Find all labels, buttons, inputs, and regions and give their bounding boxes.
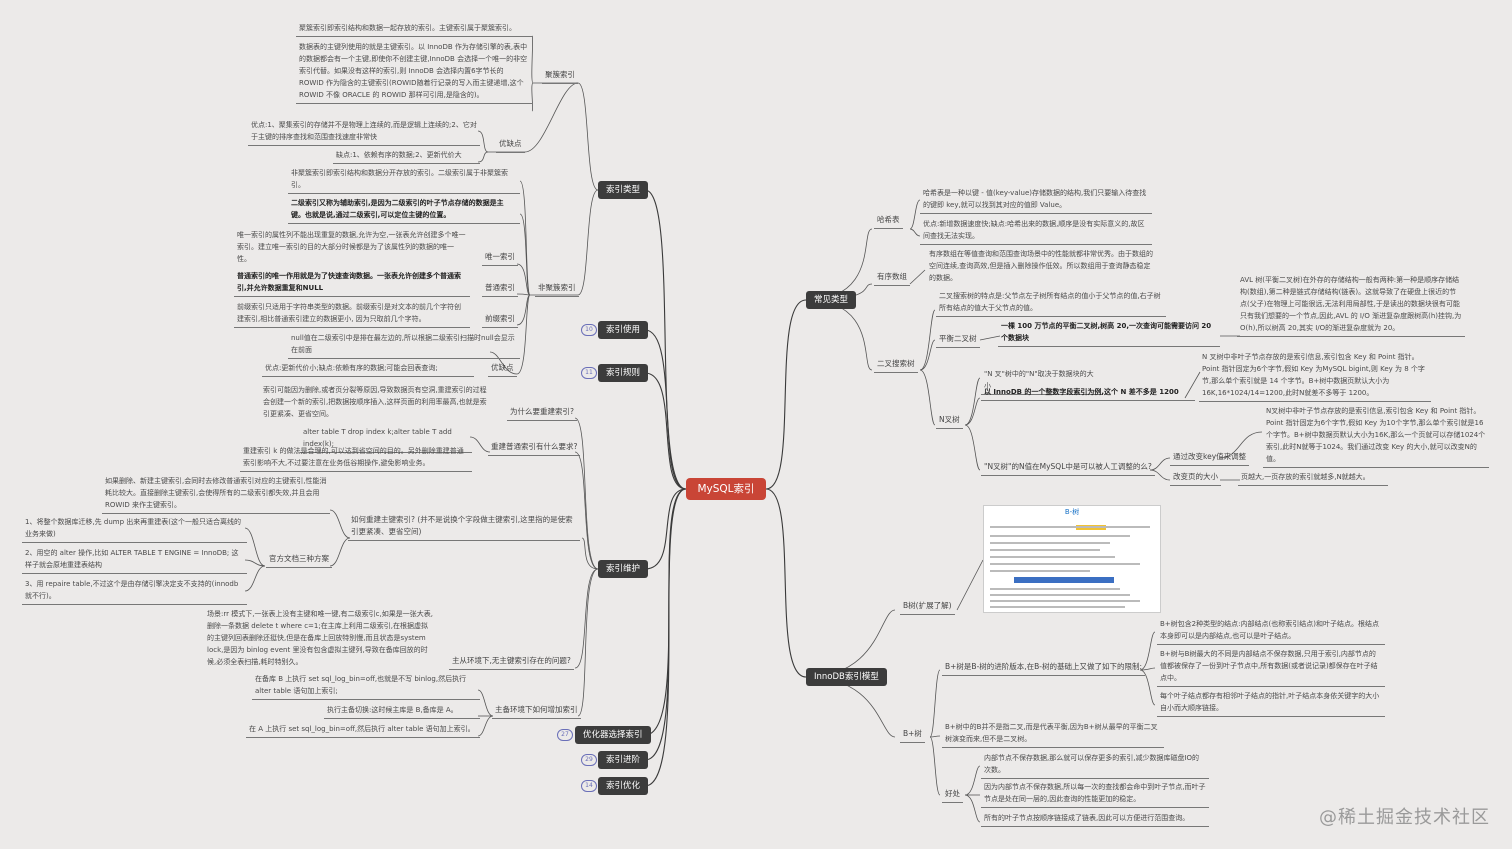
text-official-2: 2、用空的 alter 操作,比如 ALTER TABLE T ENGINE =… xyxy=(22,547,247,574)
node-optimizer[interactable]: 优化器选择索引 xyxy=(575,726,651,744)
text-cluster-2: 数据表的主键列使用的就是主键索引。以 InnoDB 作为存储引擎的表,表中的数据… xyxy=(296,41,533,104)
label-balanced-tree[interactable]: 平衡二叉树 xyxy=(936,333,980,348)
text-rebuild-normal-1: alter table T drop index k;alter table T… xyxy=(300,426,472,453)
text-adjust-key: N叉树中非叶子节点存放的是索引信息,索引包含 Key 和 Point 指针。Po… xyxy=(1263,405,1489,468)
label-change-page[interactable]: 改变页的大小 xyxy=(1170,471,1221,486)
btree-image-line xyxy=(990,563,1140,565)
text-rebuild-normal-2: 重建索引 k 的做法是合理的,可以达到省空间的目的。另外删除重建普通索引影响不大… xyxy=(240,445,472,472)
badge-usage[interactable]: 10 xyxy=(581,324,597,336)
text-master-slave: 场景:rr 模式下,一张表上没有主键和唯一键,有二级索引c,如果是一张大表,删除… xyxy=(207,610,433,666)
label-noncluster-index[interactable]: 非聚簇索引 xyxy=(535,282,579,297)
text-normal-index: 普通索引的唯一作用就是为了快速查询数据。一张表允许创建多个普通索引,并允许数据重… xyxy=(234,270,470,297)
btree-image-line xyxy=(990,535,1130,537)
text-ordered-array: 有序数组在等值查询和范围查询场景中的性能就都非常优秀。由于数组的空间连续,查询高… xyxy=(929,250,1153,282)
btree-image-line xyxy=(990,526,1150,528)
badge-advanced[interactable]: 29 xyxy=(581,754,597,766)
node-index-rules[interactable]: 索引规则 xyxy=(598,364,649,382)
text-nary-3: N 叉树中非叶子节点存放的是索引信息,索引包含 Key 和 Point 指针。P… xyxy=(1199,351,1431,402)
label-btree[interactable]: B树(扩展了解) xyxy=(900,600,955,615)
node-index-maintenance[interactable]: 索引维护 xyxy=(598,560,649,578)
text-noncluster-2: 二级索引又称为辅助索引,是因为二级索引的叶子节点存储的数据是主键。也就是说,通过… xyxy=(288,197,520,224)
label-nary-adjust[interactable]: "N叉树"的N值在MySQL中是可以被人工调整的么? xyxy=(981,461,1155,476)
btree-image-line xyxy=(990,556,1115,558)
label-ordered-array[interactable]: 有序数组 xyxy=(874,271,910,286)
label-cluster-proscons[interactable]: 优缺点 xyxy=(496,138,525,153)
label-bst[interactable]: 二叉搜索树 xyxy=(874,358,918,373)
text-cluster-adv-1: 优点:1、聚集索引的存储并不是物理上连续的,而是逻辑上连续的;2、它对于主键的排… xyxy=(248,119,480,146)
text-balanced-tree: 一棵 100 万节点的平衡二叉树,树高 20,一次查询可能需要访问 20 个数据… xyxy=(998,320,1220,347)
label-unique-index[interactable]: 唯一索引 xyxy=(482,251,518,266)
label-adjust-key[interactable]: 通过改变key值来调整 xyxy=(1170,451,1250,466)
text-add-index-3: 在 A 上执行 set sql_log_bin=off,然后执行 alter t… xyxy=(246,723,480,738)
label-why-rebuild[interactable]: 为什么要重建索引? xyxy=(507,406,577,421)
text-bplus-3: 每个叶子结点都存有相邻叶子结点的指针,叶子结点本身依关键字的大小自小而大顺序链接… xyxy=(1157,690,1385,717)
btree-image-line xyxy=(990,549,1100,551)
node-advanced[interactable]: 索引进阶 xyxy=(598,751,649,769)
btree-image-title: B-树 xyxy=(1064,508,1080,516)
text-bplus-2: B+树与B树最大的不同是内部结点不保存数据,只用于索引,内部节点的值都被保存了一… xyxy=(1157,648,1385,687)
badge-optimize[interactable]: 14 xyxy=(581,780,597,792)
node-common-types[interactable]: 常见类型 xyxy=(806,291,857,309)
text-hash-2: 优点:新增数据速度快;缺点:哈希出来的数据,顺序是没有实际意义的,故区间查找无法… xyxy=(920,218,1152,245)
label-hash-table[interactable]: 哈希表 xyxy=(874,214,903,229)
btree-image-line xyxy=(990,588,1120,590)
node-index-types[interactable]: 索引类型 xyxy=(598,181,649,199)
btree-image-line xyxy=(990,542,1110,544)
text-add-index-2: 执行主备切换:这时候主库是 B,备库是 A。 xyxy=(324,704,480,719)
text-why-rebuild: 索引可能因为删除,或者页分裂等原因,导致数据页有空洞,重建索引的过程会创建一个新… xyxy=(263,386,487,418)
text-cluster-adv-2: 缺点:1、依赖有序的数据;2、更新代价大 xyxy=(333,149,480,164)
label-nary-tree[interactable]: N叉树 xyxy=(936,414,963,429)
btree-image-line xyxy=(990,594,1130,596)
text-hash-1: 哈希表是一种以键 - 值(key-value)存储数据的结构,我们只要输入待查找… xyxy=(920,187,1152,214)
text-official-1: 1、将整个数据库迁移,先 dump 出来再重建表(这个一般只适合离线的业务来做) xyxy=(22,516,247,543)
text-bplus-binary: B+树中的B并不是指二叉,而是代表平衡,因为B+树从最早的平衡二叉树演变而来,但… xyxy=(942,721,1164,748)
text-change-page: 页越大,一页存放的索引就越多,N就越大。 xyxy=(1238,471,1388,486)
text-avl: AVL 树(平衡二叉树)在外存的存储结构一般有两种:第一种是顺序存储结构(数组)… xyxy=(1237,274,1465,337)
text-benefit-3: 所有的叶子节点按顺序链接成了链表,因此可以方便进行范围查询。 xyxy=(981,812,1209,827)
label-cluster-index[interactable]: 聚簇索引 xyxy=(542,69,578,84)
label-bplus-tree[interactable]: B+树 xyxy=(900,728,925,743)
label-add-index[interactable]: 主备环境下如何增加索引 xyxy=(492,704,581,719)
root-node[interactable]: MySQL索引 xyxy=(686,478,766,500)
btree-image-line xyxy=(990,606,1125,608)
label-normal-index[interactable]: 普通索引 xyxy=(482,282,518,297)
btree-image: B-树 xyxy=(983,505,1161,613)
label-master-slave-issue[interactable]: 主从环境下,无主键索引存在的问题? xyxy=(449,655,574,670)
node-innodb-model[interactable]: InnoDB索引模型 xyxy=(806,668,887,686)
text-cluster-1: 聚簇索引即索引结构和数据一起存放的索引。主键索引属于聚簇索引。 xyxy=(296,22,533,37)
label-prefix-index[interactable]: 前缀索引 xyxy=(482,313,518,328)
badge-rules[interactable]: 11 xyxy=(581,367,597,379)
node-optimize[interactable]: 索引优化 xyxy=(598,777,649,795)
label-official-three[interactable]: 官方文档三种方案 xyxy=(266,553,332,568)
label-rebuild-normal[interactable]: 重建普通索引有什么要求? xyxy=(488,441,581,456)
btree-image-node-cells xyxy=(1014,577,1114,583)
text-noncluster-adv-1: null值在二级索引中是排在最左边的,所以根据二级索引扫描时null会显示在前面 xyxy=(288,332,520,359)
text-bst-1: 二叉搜索树的特点是:父节点左子树所有结点的值小于父节点的值,右子树所有结点的值大… xyxy=(936,290,1166,317)
node-index-usage[interactable]: 索引使用 xyxy=(598,321,649,339)
text-unique-index: 唯一索引的属性列不能出现重复的数据,允许为空,一张表允许创建多个唯一索引。建立唯… xyxy=(237,231,466,263)
text-benefit-1: 内部节点不保存数据,那么就可以保存更多的索引,减少数据库磁盘IO的次数。 xyxy=(981,752,1209,779)
text-nary-2: 以 InnoDB 的一个整数字段索引为例,这个 N 差不多是 1200 xyxy=(981,386,1195,401)
text-prefix-index: 前缀索引只适用于字符串类型的数据。前缀索引是对文本的前几个字符创建索引,相比普通… xyxy=(234,301,470,328)
label-benefit[interactable]: 好处 xyxy=(942,788,963,803)
text-noncluster-adv-2: 优点:更新代价小;缺点:依赖有序的数据;可能会回表查询; xyxy=(262,362,474,377)
watermark: @稀土掘金技术社区 xyxy=(1319,807,1490,828)
text-bplus-1: B+树包含2种类型的结点:内部结点(也称索引结点)和叶子结点。根结点本身即可以是… xyxy=(1157,618,1385,645)
label-bplus-upgrade[interactable]: B+树是B-树的进阶版本,在B-树的基础上又做了如下的限制: xyxy=(942,661,1146,676)
text-official-3: 3、用 repaire table,不过这个是由存储引擎决定支不支持的(inno… xyxy=(22,578,247,605)
text-benefit-2: 因为内部节点不保存数据,所以每一次的查找都会命中到叶子节点,而叶子节点是处在同一… xyxy=(981,781,1209,808)
label-noncluster-proscons[interactable]: 优缺点 xyxy=(488,362,517,377)
text-noncluster-1: 非聚簇索引即索引结构和数据分开存放的索引。二级索引属于非聚簇索引。 xyxy=(288,167,520,194)
text-rebuild-pk-1: 如果删除、新建主键索引,会同时去修改普通索引对应的主键索引,性能消耗比较大。直接… xyxy=(102,475,330,514)
label-rebuild-pk[interactable]: 如何重建主键索引? (并不是说换个字段做主键索引,这里指的是使索引更紧凑、更省空… xyxy=(348,514,580,541)
text-nary-1: "N 叉"树中的"N"取决于数据块的大小 xyxy=(981,368,1103,395)
btree-image-line xyxy=(990,570,1090,572)
btree-image-line xyxy=(990,600,1140,602)
badge-optimizer[interactable]: 27 xyxy=(557,729,573,741)
text-add-index-1: 在备库 B 上执行 set sql_log_bin=off,也就是不写 binl… xyxy=(252,673,480,700)
